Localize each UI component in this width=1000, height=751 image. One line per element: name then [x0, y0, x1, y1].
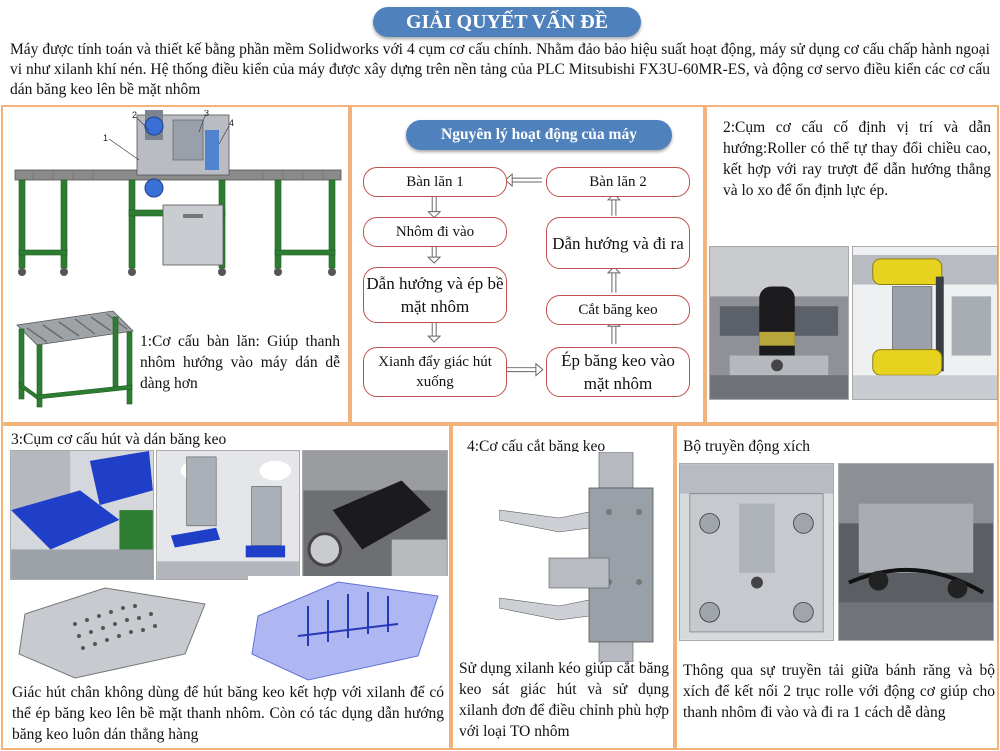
roller-table-image	[13, 307, 135, 412]
machine-panel: 1 2 3 4 1:Cơ cấu bàn lăn: Giúp thanh nhô…	[1, 105, 350, 424]
callout-1: 1	[103, 133, 108, 143]
suction-cup-transparent-drawing	[248, 576, 448, 682]
suction-cad-2	[156, 450, 300, 580]
flow-node-cat-bang-keo: Cắt băng keo	[546, 295, 690, 325]
page-title: GIẢI QUYẾT VẤN ĐỀ	[373, 7, 641, 37]
suction-cad-1-drawing	[11, 451, 153, 579]
cutter-cad-image	[499, 452, 659, 662]
suction-title: 3:Cụm cơ cấu hút và dán băng keo	[11, 431, 227, 448]
suction-cup-transparent	[248, 576, 448, 682]
suction-photo-drawing	[303, 451, 447, 579]
roller-cad-image	[852, 246, 998, 400]
roller-table-caption: 1:Cơ cấu bàn lăn: Giúp thanh nhôm hướng …	[140, 333, 340, 392]
callout-4: 4	[229, 118, 234, 128]
flow-node-dan-huong-ra: Dẫn hướng và đi ra	[546, 217, 690, 269]
flow-node-dan-huong-ep: Dẫn hướng và ép bề mặt nhôm	[363, 267, 507, 323]
cutter-text: Sử dụng xilanh kéo giúp cắt băng keo sát…	[459, 660, 669, 740]
callout-2: 2	[132, 110, 137, 120]
suction-photo	[302, 450, 448, 580]
roller-cad-drawing	[853, 247, 997, 399]
chain-panel: Bộ truyền động xích Thông qua sự truyền …	[675, 424, 999, 750]
suction-cad-1	[10, 450, 154, 580]
roller-text: 2:Cụm cơ cấu cố định vị trí và dẫn hướng…	[723, 119, 991, 199]
chain-cad-image	[679, 463, 834, 641]
roller-photo	[709, 246, 849, 400]
machine-drawing: 1 2 3 4	[13, 110, 343, 288]
chain-photo	[838, 463, 994, 641]
callout-3: 3	[204, 110, 209, 118]
cutter-cad-drawing	[499, 452, 659, 662]
suction-panel: 3:Cụm cơ cấu hút và dán băng keo	[1, 424, 451, 750]
machine-3d-image: 1 2 3 4	[13, 110, 343, 288]
flow-panel: Nguyên lý hoạt động của máy Bàn lăn 1	[350, 105, 705, 424]
flow-node-xilanh-day: Xianh đẩy giác hút xuống	[363, 347, 507, 397]
flow-title: Nguyên lý hoạt động của máy	[406, 120, 672, 150]
roller-table-drawing	[13, 307, 135, 412]
intro-paragraph: Máy được tính toán và thiết kế bằng phần…	[10, 41, 990, 98]
chain-photo-drawing	[839, 464, 993, 640]
chain-text: Thông qua sự truyền tải giữa bánh răng v…	[683, 662, 995, 721]
suction-cup-gray	[15, 584, 215, 680]
chain-title: Bộ truyền động xích	[683, 438, 810, 455]
flow-node-ban-lan-1: Bàn lăn 1	[363, 167, 507, 197]
cutter-panel: 4:Cơ cấu cắt băng keo Sử dụng xilanh kéo…	[451, 424, 675, 750]
flow-node-ban-lan-2: Bàn lăn 2	[546, 167, 690, 197]
flow-node-ep-bang-keo: Ép băng keo vào mặt nhôm	[546, 347, 690, 397]
suction-cup-gray-drawing	[15, 584, 215, 680]
suction-text: Giác hút chân không dùng để hút băng keo…	[12, 684, 444, 743]
roller-panel: 2:Cụm cơ cấu cố định vị trí và dẫn hướng…	[705, 105, 999, 424]
suction-cad-2-drawing	[157, 451, 299, 579]
roller-photo-drawing	[710, 247, 848, 399]
chain-cad-drawing	[680, 464, 833, 640]
cutter-title: 4:Cơ cấu cắt băng keo	[467, 438, 606, 455]
flow-node-nhom-di-vao: Nhôm đi vào	[363, 217, 507, 247]
